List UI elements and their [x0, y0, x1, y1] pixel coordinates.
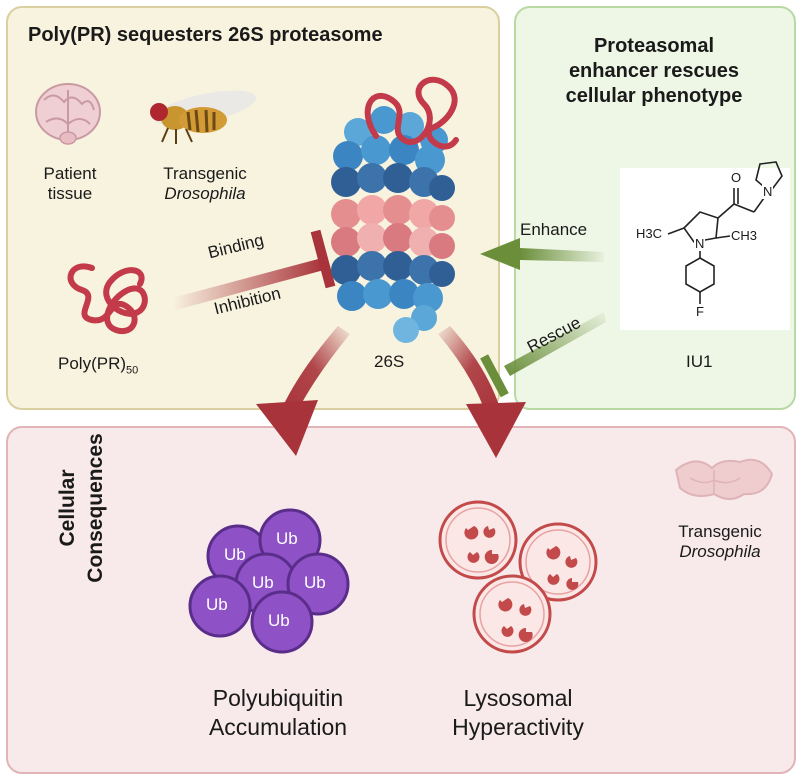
poly-pr-peptide-icon	[67, 263, 148, 335]
ub-label: Ub	[268, 611, 290, 630]
inhibition-arrow	[172, 229, 336, 310]
bound-poly-pr-icon	[364, 76, 459, 150]
lysosomal-line-2: Hyperactivity	[452, 714, 584, 740]
ub-label: Ub	[206, 595, 228, 614]
cellular-consequences-title: Cellular Consequences	[54, 418, 110, 598]
pyrrolidine-nitrogen-atom: N	[762, 184, 774, 199]
proteasome-inner-ring	[331, 195, 455, 259]
polyubiquitin-accumulation-label: Polyubiquitin Accumulation	[178, 684, 378, 742]
patient-tissue-label: Patient tissue	[42, 164, 98, 204]
iu1-label: IU1	[686, 352, 713, 371]
brain-tissue-icon	[35, 83, 101, 145]
poly-pr-text: Poly(PR)	[58, 354, 127, 373]
polyubiquitin-cluster-icon	[188, 508, 350, 654]
drosophila-icon	[150, 90, 256, 144]
methyl-right-label: CH3	[731, 228, 758, 243]
transgenic-top-line: Transgenic	[163, 164, 247, 183]
polyubiquitin-line-2: Accumulation	[208, 714, 348, 740]
transgenic-drosophila-bottom-label: Transgenic Drosophila	[660, 522, 780, 562]
transgenic-drosophila-top-label: Transgenic Drosophila	[150, 164, 260, 204]
poly-pr-label: Poly(PR)50	[58, 354, 138, 376]
cellular-consequences-line-1: Cellular	[56, 469, 79, 547]
transgenic-bottom-line: Transgenic	[678, 522, 762, 541]
enhancer-title-line-1: Proteasomal	[593, 35, 715, 57]
ub-label: Ub	[252, 573, 274, 592]
polyubiquitin-line-1: Polyubiquitin	[212, 685, 344, 711]
iu1-structure-icon	[667, 161, 783, 304]
arrow-to-polyubiquitin	[256, 326, 350, 456]
pyrrole-nitrogen-atom: N	[694, 236, 706, 251]
enhancer-title: Proteasomal enhancer rescues cellular ph…	[524, 34, 784, 109]
enhancer-title-line-3: cellular phenotype	[565, 85, 743, 107]
drosophila-bottom-line: Drosophila	[679, 542, 761, 561]
fluorine-atom: F	[696, 304, 704, 319]
drosophila-top-line: Drosophila	[164, 184, 246, 203]
methyl-left-label: H3C	[636, 226, 663, 241]
oxygen-atom: O	[730, 170, 743, 185]
proteasome-26s-icon	[331, 76, 459, 343]
rescue-inhibition-line	[480, 312, 606, 398]
enhance-arrow	[480, 238, 604, 270]
sequestration-title: Poly(PR) sequesters 26S proteasome	[28, 24, 383, 46]
patient-tissue-line-1: Patient	[43, 164, 97, 183]
enhancer-title-line-2: enhancer rescues	[568, 60, 740, 82]
ub-label: Ub	[276, 529, 298, 548]
arrow-to-lysosome	[438, 326, 526, 458]
enhance-label: Enhance	[520, 220, 588, 239]
ub-label: Ub	[304, 573, 326, 592]
proteasome-outer-ring-1	[331, 163, 455, 201]
proteasome-label: 26S	[374, 352, 405, 371]
fly-brain-icon	[674, 458, 774, 500]
consequences-panel	[6, 426, 796, 774]
patient-tissue-line-2: tissue	[47, 184, 93, 203]
proteasome-bottom-cap	[337, 279, 443, 343]
proteasome-outer-ring-2	[331, 251, 455, 287]
lysosomal-hyperactivity-label: Lysosomal Hyperactivity	[418, 684, 618, 742]
lysosome-cluster-icon	[438, 500, 598, 654]
poly-pr-subscript: 50	[126, 364, 139, 377]
cellular-consequences-line-2: Consequences	[84, 433, 107, 583]
lysosomal-line-1: Lysosomal	[463, 685, 573, 711]
ub-label: Ub	[224, 545, 246, 564]
